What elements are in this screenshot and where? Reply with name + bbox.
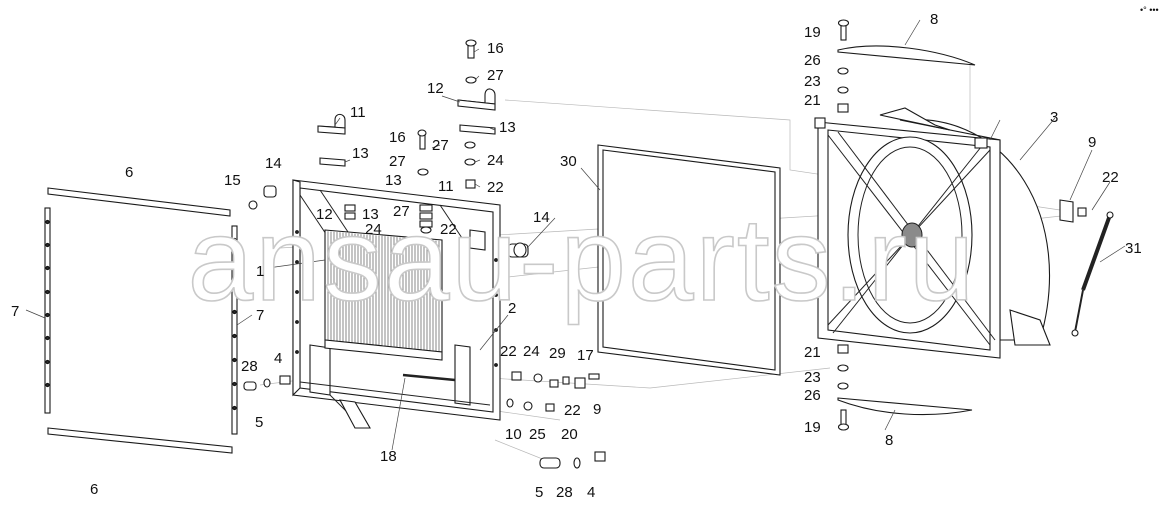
callout-16a: 16 [487,40,504,57]
callout-19a: 19 [804,24,821,41]
callout-13a: 13 [499,119,516,136]
callout-27c: 27 [389,153,406,170]
rod [402,373,456,382]
callout-29: 29 [549,345,566,362]
callout-28a: 28 [241,358,258,375]
callout-11a: 11 [350,104,366,121]
side-seal-strip-left [44,207,51,414]
callout-6a: 6 [125,164,133,181]
corner-mark: •° ••• [1140,5,1159,15]
callout-19b: 19 [804,419,821,436]
callout-26b: 26 [804,387,821,404]
callout-28b: 28 [556,484,573,501]
callout-4a: 4 [274,350,282,367]
hardware-shroud [837,19,850,431]
callout-14b: 14 [533,209,550,226]
hardware-top-bracket [457,39,496,189]
callout-22e: 22 [1102,169,1119,186]
watermark-text: ansau-parts.ru [188,194,977,326]
pipe-elbow [507,242,529,258]
callout-30: 30 [560,153,577,170]
callout-12a: 12 [427,80,444,97]
callout-21a: 21 [804,92,821,109]
seal-strip-top [47,187,231,217]
callout-13c: 13 [385,172,402,189]
callout-13d: 13 [362,206,379,223]
callout-22d: 22 [564,402,581,419]
callout-6b: 6 [90,481,98,498]
fitting-pipe-left [263,185,277,198]
callout-25: 25 [529,426,546,443]
seal-blade-bottom [837,397,973,416]
hardware-left-lower [243,375,291,391]
leader-lines [25,19,1126,451]
callout-27a: 27 [487,67,504,84]
callout-20: 20 [561,426,578,443]
hardware-left-bracket [317,113,429,176]
callout-12b: 12 [316,206,333,223]
seal-blade-top [837,45,976,66]
callout-17: 17 [577,347,594,364]
callout-22c: 22 [500,343,517,360]
callout-16b: 16 [389,129,406,146]
gas-spring [1071,211,1114,337]
fan-shroud [814,107,1051,359]
callout-24c: 24 [523,343,540,360]
callout-13b: 13 [352,145,369,162]
callout-24b: 24 [365,221,382,238]
callout-22a: 22 [487,179,504,196]
gasket-frame [597,144,781,376]
callout-11b: 11 [438,178,454,195]
callout-8b: 8 [885,432,893,449]
hardware-frame-top [344,204,433,234]
callout-21b: 21 [804,344,821,361]
callout-7b: 7 [256,307,264,324]
callout-5a: 5 [255,414,263,431]
callout-23a: 23 [804,73,821,90]
callout-3: 3 [1050,109,1058,126]
callout-26a: 26 [804,52,821,69]
callout-14a: 14 [265,155,282,172]
callout-labels: 16 27 12 13 11 13 16 27 27 24 13 11 22 1… [11,11,1142,501]
callout-8a: 8 [930,11,938,28]
callout-27b: 27 [432,137,449,154]
callout-9a: 9 [593,401,601,418]
bracket-right [1059,199,1087,223]
callout-23b: 23 [804,369,821,386]
hardware-right-lower [506,371,606,469]
callout-18: 18 [380,448,397,465]
seal-strip-bottom [47,427,233,454]
callout-22b: 22 [440,221,457,238]
callout-15: 15 [224,172,241,189]
radiator-core [324,229,443,361]
side-seal-strip-right [231,225,238,435]
callout-2: 2 [508,300,516,317]
callout-4b: 4 [587,484,595,501]
callout-24a: 24 [487,152,504,169]
callout-9b: 9 [1088,134,1096,151]
callout-5b: 5 [535,484,543,501]
callout-7a: 7 [11,303,19,320]
callout-1: 1 [256,263,264,280]
callout-31: 31 [1125,240,1142,257]
callout-27d: 27 [393,203,410,220]
callout-10: 10 [505,426,522,443]
fitting-plug [248,200,258,210]
